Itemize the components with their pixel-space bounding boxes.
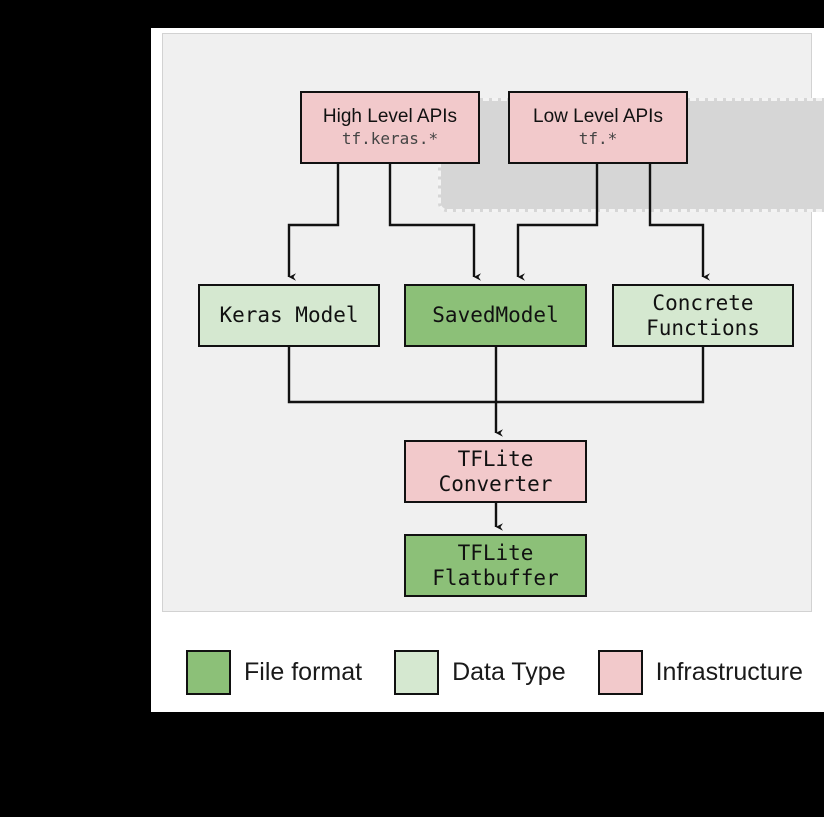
node-title-line2: Flatbuffer (432, 565, 559, 590)
legend-swatch-data-type (394, 649, 440, 695)
node-title: Low Level APIs (533, 105, 663, 127)
node-tflite-flatbuffer[interactable]: TFLite Flatbuffer (404, 534, 587, 597)
node-title: Keras Model (219, 303, 359, 328)
legend-label: Data Type (452, 657, 566, 686)
connector-lines (287, 164, 710, 531)
legend-item-infrastructure: Infrastructure (597, 649, 803, 695)
node-title-line1: TFLite (457, 446, 534, 471)
legend-swatch-file-format (186, 649, 231, 695)
node-title-line1: TFLite (457, 540, 534, 565)
node-saved-model[interactable]: SavedModel (404, 284, 587, 347)
node-title-line2: Converter (438, 471, 553, 496)
node-subtitle: tf.keras.* (341, 129, 439, 149)
legend-swatch-infrastructure (597, 649, 643, 695)
node-keras-model[interactable]: Keras Model (198, 284, 380, 347)
legend-label: Infrastructure (655, 657, 803, 686)
node-title: High Level APIs (322, 105, 458, 127)
node-title-line2: Functions (646, 315, 760, 340)
legend: File format Data Type Infrastructure (151, 632, 824, 712)
node-high-level-apis[interactable]: High Level APIs tf.keras.* (300, 91, 480, 164)
legend-item-data-type: Data Type (394, 649, 566, 695)
diagram-panel: High Level APIs tf.keras.* Low Level API… (162, 33, 824, 612)
node-title-line1: Concrete (652, 290, 754, 315)
legend-item-file-format: File format (186, 649, 363, 695)
node-concrete-functions[interactable]: Concrete Functions (612, 284, 794, 347)
node-tflite-converter[interactable]: TFLite Converter (404, 440, 587, 503)
diagram-card: High Level APIs tf.keras.* Low Level API… (151, 28, 824, 712)
node-subtitle: tf.* (578, 129, 618, 149)
legend-label: File format (244, 657, 363, 686)
node-low-level-apis[interactable]: Low Level APIs tf.* (508, 91, 688, 164)
node-title: SavedModel (432, 303, 559, 328)
